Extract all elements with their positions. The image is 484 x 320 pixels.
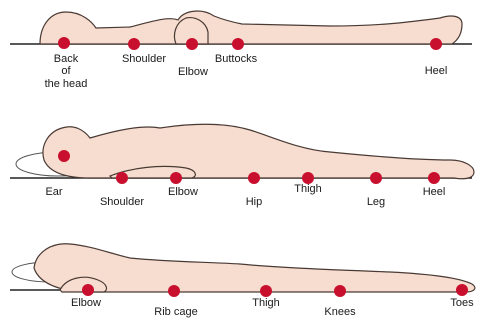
body-side-lying	[43, 124, 474, 178]
label-leg: Leg	[367, 196, 385, 208]
label-ear: Ear	[45, 186, 62, 198]
label-elbow: Elbow	[71, 297, 101, 309]
body-supine	[40, 11, 462, 44]
label-rib-cage: Rib cage	[154, 306, 197, 318]
label-shoulder: Shoulder	[100, 196, 144, 208]
label-buttocks: Buttocks	[215, 53, 258, 65]
point-elbow	[186, 38, 198, 50]
point-back-of-head	[58, 37, 70, 49]
label-back-of-head-line3: the head	[45, 78, 88, 90]
label-toes: Toes	[450, 297, 474, 309]
point-buttocks	[232, 38, 244, 50]
label-knees: Knees	[324, 306, 356, 318]
point-shoulder	[116, 172, 128, 184]
label-heel: Heel	[423, 186, 446, 198]
label-back-of-head-line2: of	[61, 65, 71, 77]
label-hip: Hip	[246, 196, 263, 208]
panel-prone: Elbow Rib cage Thigh Knees Toes	[10, 244, 475, 318]
point-knees	[334, 285, 346, 297]
label-thigh: Thigh	[294, 183, 322, 195]
label-elbow: Elbow	[178, 66, 208, 78]
panel-side-lying: Ear Shoulder Elbow Hip Thigh Leg Heel	[10, 124, 474, 208]
label-back-of-head-line1: Back	[54, 53, 79, 65]
point-ear	[58, 150, 70, 162]
label-heel: Heel	[425, 65, 448, 77]
point-elbow	[170, 172, 182, 184]
label-thigh: Thigh	[252, 297, 280, 309]
point-heel	[428, 172, 440, 184]
point-leg	[370, 172, 382, 184]
label-elbow: Elbow	[168, 186, 198, 198]
point-heel	[430, 38, 442, 50]
point-hip	[248, 172, 260, 184]
point-toes	[456, 284, 468, 296]
point-thigh	[260, 285, 272, 297]
panel-supine: Back of the head Shoulder Elbow Buttocks…	[10, 11, 472, 90]
point-rib-cage	[168, 285, 180, 297]
label-shoulder: Shoulder	[122, 53, 166, 65]
point-shoulder	[128, 38, 140, 50]
point-elbow	[82, 284, 94, 296]
